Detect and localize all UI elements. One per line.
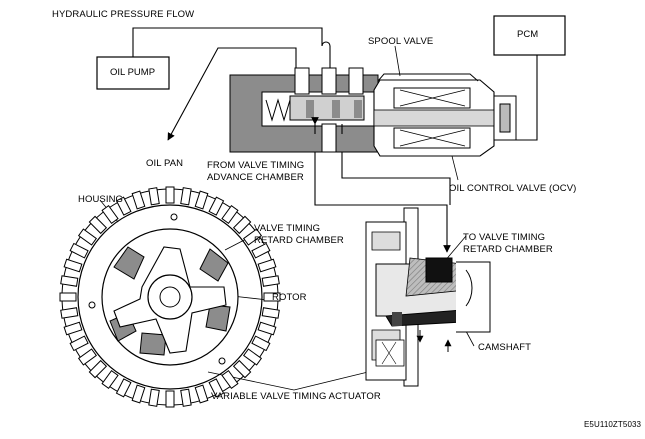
- hydraulic-pressure-flow-label: HYDRAULIC PRESSURE FLOW: [52, 9, 195, 20]
- sprocket-tooth: [131, 190, 146, 210]
- sprocket-tooth: [208, 378, 225, 398]
- sprocket-tooth: [77, 348, 98, 366]
- pcm-label: PCM: [517, 29, 539, 40]
- sprocket-tooth: [261, 307, 280, 319]
- oil-pump-box: [96, 56, 170, 90]
- sprocket-tooth: [115, 378, 132, 398]
- sprocket-tooth: [77, 228, 98, 246]
- sprocket-tooth: [63, 258, 83, 273]
- to-retard-chamber-label-1: TO VALVE TIMING: [463, 232, 546, 243]
- sprocket-tooth: [60, 307, 79, 319]
- sprocket-tooth: [59, 292, 77, 302]
- sprocket-tooth: [208, 196, 225, 216]
- sprocket-tooth: [165, 390, 175, 408]
- figure-code: E5U110ZT5033: [584, 420, 642, 429]
- housing-label: HOUSING: [78, 194, 124, 205]
- oil-pan-label: OIL PAN: [146, 158, 184, 169]
- oil-pump-label: OIL PUMP: [110, 67, 156, 78]
- to-retard-chamber-label-2: RETARD CHAMBER: [463, 244, 553, 255]
- sprocket-tooth: [180, 388, 192, 407]
- actuator-label: VARIABLE VALVE TIMING ACTUATOR: [211, 391, 381, 402]
- rotor-label: ROTOR: [272, 292, 307, 303]
- sprocket-tooth: [251, 335, 271, 352]
- camshaft-label: CAMSHAFT: [478, 342, 532, 353]
- sprocket-tooth: [115, 196, 132, 216]
- sprocket-housing: [59, 186, 281, 408]
- spool-valve-label: SPOOL VALVE: [368, 36, 434, 47]
- oil-control-valve: [229, 67, 517, 157]
- sprocket-tooth: [88, 215, 108, 235]
- sprocket-tooth: [101, 204, 119, 225]
- sprocket-tooth: [148, 187, 160, 206]
- sprocket-tooth: [63, 321, 83, 336]
- from-advance-chamber-label-2: ADVANCE CHAMBER: [207, 172, 304, 183]
- sprocket-tooth: [148, 388, 160, 407]
- sprocket-tooth: [69, 242, 89, 259]
- sprocket-tooth: [69, 335, 89, 352]
- sprocket-tooth: [257, 258, 277, 273]
- sprocket-tooth: [194, 190, 209, 210]
- sprocket-tooth: [131, 384, 146, 404]
- sprocket-tooth: [242, 348, 263, 366]
- sprocket-tooth: [60, 275, 79, 287]
- sprocket-tooth: [194, 384, 209, 404]
- retard-chamber-label-2: RETARD CHAMBER: [254, 235, 344, 246]
- sprocket-tooth: [101, 369, 119, 390]
- sprocket-tooth: [251, 242, 271, 259]
- pcm-box: [493, 15, 566, 56]
- sprocket-tooth: [88, 359, 108, 379]
- sprocket-tooth: [180, 187, 192, 206]
- sprocket-tooth: [263, 292, 281, 302]
- sprocket-tooth: [232, 215, 252, 235]
- sprocket-tooth: [257, 321, 277, 336]
- sprocket-tooth: [221, 369, 239, 390]
- sprocket-tooth: [221, 204, 239, 225]
- ocv-label: OIL CONTROL VALVE (OCV): [449, 183, 577, 194]
- sprocket-tooth: [232, 359, 252, 379]
- retard-chamber-label-1: VALVE TIMING: [254, 223, 321, 234]
- sprocket-tooth: [165, 186, 175, 204]
- sprocket-tooth: [242, 228, 263, 246]
- sprocket-tooth: [261, 275, 280, 287]
- camshaft-section: [365, 207, 491, 387]
- from-advance-chamber-label-1: FROM VALVE TIMING: [207, 160, 305, 171]
